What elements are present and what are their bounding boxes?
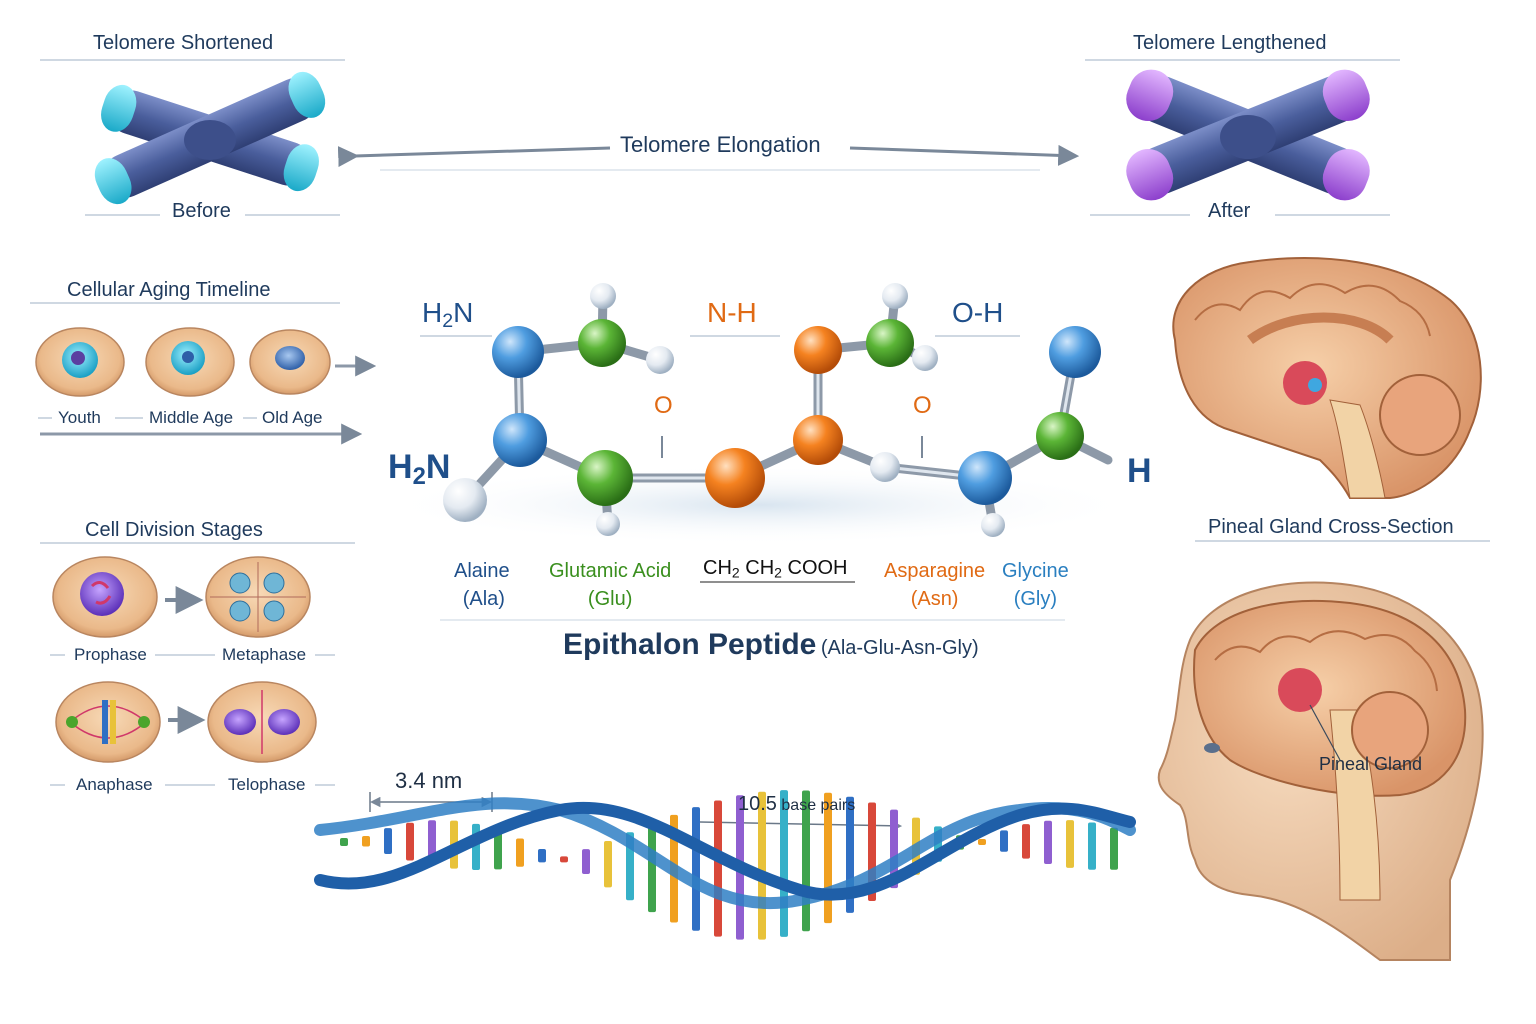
telomere-shortened-title: Telomere Shortened — [93, 32, 274, 54]
base-pair — [692, 807, 700, 931]
atom-label-h-right: H — [1127, 452, 1152, 490]
elongation-arrow-right — [849, 144, 1080, 166]
division-section — [40, 542, 355, 786]
division-stage-metaphase: Metaphase — [222, 645, 307, 664]
atom-hydrogen — [912, 345, 938, 371]
dna-helix-diagram — [314, 790, 1136, 940]
base-pair — [1088, 822, 1096, 870]
base-pair — [362, 835, 370, 847]
residue-alanine: Alaine (Ala) — [454, 560, 510, 610]
brain-cross-section-icon — [1172, 257, 1490, 542]
atom-carbon — [577, 450, 633, 506]
base-pair — [714, 800, 722, 937]
peptide-molecule-diagram — [380, 283, 1140, 621]
telomere-elongation-label: Telomere Elongation — [620, 132, 821, 157]
base-pair — [1066, 820, 1074, 868]
division-stage-telophase: Telophase — [228, 775, 306, 794]
atom-label-oh: O-H — [952, 297, 1004, 328]
atom-carbon — [866, 319, 914, 367]
base-pair — [406, 822, 414, 861]
chromosome-after-icon — [1126, 69, 1370, 201]
base-pair — [340, 838, 348, 847]
aging-stage-middle-age: Middle Age — [149, 408, 234, 427]
dimension-line — [699, 820, 903, 832]
after-caption: After — [1208, 200, 1251, 222]
peptide-title: Epithalon Peptide (Ala-Glu-Asn-Gly) — [563, 628, 979, 661]
atom-carbon — [1036, 412, 1084, 460]
chromosome-before-icon — [94, 71, 326, 205]
base-pair — [604, 840, 612, 888]
cell-division-title: Cell Division Stages — [85, 519, 263, 541]
atom-carbon — [578, 319, 626, 367]
division-stage-anaphase: Anaphase — [76, 775, 153, 794]
atom-label-h2n-top: H2N — [422, 297, 474, 332]
base-pair — [538, 848, 546, 863]
pineal-cross-section-title: Pineal Gland Cross-Section — [1208, 516, 1454, 538]
pineal-gland-label: Pineal Gland — [1319, 754, 1423, 774]
cell-telophase-icon — [207, 681, 317, 763]
aging-stage-old-age: Old Age — [262, 408, 323, 427]
cellular-aging-title: Cellular Aging Timeline — [67, 279, 271, 301]
base-pair — [494, 829, 502, 870]
before-caption: Before — [172, 200, 231, 222]
head-profile-icon — [1157, 581, 1484, 961]
cell-old-age-icon — [249, 329, 331, 395]
atom-hydrogen — [870, 452, 900, 482]
elongation-arrow-left — [337, 146, 611, 168]
base-pair — [1110, 827, 1118, 870]
atom-nitrogen — [1049, 326, 1101, 378]
atom-oxygen — [794, 326, 842, 374]
atom-hydrogen — [646, 346, 674, 374]
cell-middle-age-icon — [145, 327, 235, 397]
atom-nitrogen — [492, 326, 544, 378]
residue-side-chain: CH2 CH2 COOH — [703, 557, 848, 581]
atom-oxygen — [705, 448, 765, 508]
atom-label-o2: O — [913, 392, 932, 419]
atom-hydrogen — [443, 478, 487, 522]
residue-glycine: Glycine (Gly) — [1002, 560, 1069, 610]
telomere-section — [40, 59, 1400, 216]
atom-hydrogen — [981, 513, 1005, 537]
atom-oxygen — [793, 415, 843, 465]
base-pair — [1022, 824, 1030, 859]
base-pair — [648, 823, 656, 913]
base-pair — [384, 828, 392, 855]
base-pair — [1000, 830, 1008, 852]
atom-label-h2n-left: H2N — [388, 448, 451, 490]
atom-nitrogen — [493, 413, 547, 467]
atom-hydrogen — [882, 283, 908, 309]
residue-glutamic-acid: Glutamic Acid (Glu) — [549, 560, 672, 610]
division-stage-prophase: Prophase — [74, 645, 147, 664]
aging-section — [30, 302, 377, 445]
base-pair — [1044, 820, 1052, 865]
base-pair — [582, 849, 590, 875]
telomere-lengthened-title: Telomere Lengthened — [1133, 32, 1327, 54]
atom-hydrogen — [596, 512, 620, 536]
base-pair — [560, 856, 568, 863]
dna-base-pairs-label: 10.5 base pairs — [738, 793, 856, 815]
cell-anaphase-icon — [55, 681, 161, 763]
atom-label-o1: O — [654, 392, 673, 419]
atom-nitrogen — [958, 451, 1012, 505]
aging-stage-youth: Youth — [58, 408, 101, 427]
cell-metaphase-icon — [205, 556, 311, 638]
cell-youth-icon — [35, 327, 125, 397]
residue-asparagine: Asparagine (Asn) — [884, 560, 986, 610]
base-pair — [516, 838, 524, 867]
cell-prophase-icon — [52, 556, 158, 638]
atom-label-nh: N-H — [707, 297, 757, 328]
dna-pitch-label: 3.4 nm — [395, 768, 463, 793]
atom-hydrogen — [590, 283, 616, 309]
dna-strand-front — [314, 801, 1136, 901]
base-pair — [978, 839, 986, 846]
